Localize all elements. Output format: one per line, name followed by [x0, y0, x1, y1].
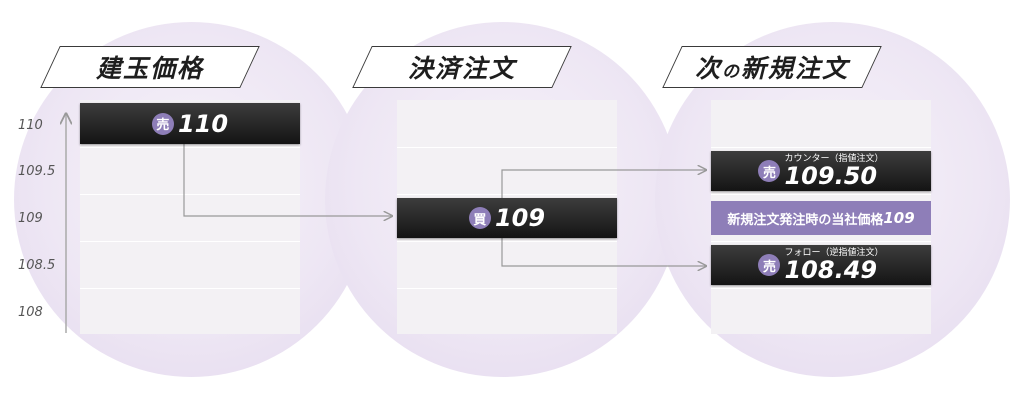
settle-to-counter-arrow — [501, 170, 706, 198]
header-entry-title: 建玉価格 — [95, 54, 204, 83]
current-price-label: 新規注文発注時の当社価格 — [727, 212, 884, 228]
header-next-post: 新規注文 — [741, 54, 850, 83]
entry-price-value: 110 — [177, 109, 229, 138]
y-label-108-5: 108.5 — [18, 258, 56, 273]
counter-price-value: 109.50 — [784, 162, 878, 190]
header-settlement-order: 決済注文 — [352, 46, 572, 88]
sell-badge-icon: 売 — [758, 160, 781, 182]
header-entry-price: 建玉価格 — [40, 46, 260, 88]
entry-sell-bar: 売 110 — [80, 103, 300, 144]
follow-stop-bar: 売 フォロー（逆指値注文） 108.49 — [711, 245, 931, 285]
follow-tag: フォロー（逆指値注文） — [784, 248, 884, 258]
header-next-no: の — [722, 62, 741, 82]
header-next-order: 次の新規注文 — [662, 46, 882, 88]
settle-price-value: 109 — [494, 204, 546, 232]
y-label-110: 110 — [18, 118, 43, 133]
entry-to-settle-arrow — [183, 144, 392, 216]
header-settle-title: 決済注文 — [407, 54, 516, 83]
counter-limit-bar: 売 カウンター（指値注文） 109.50 — [711, 151, 931, 191]
follow-price-value: 108.49 — [784, 256, 878, 284]
y-label-108: 108 — [18, 305, 43, 320]
settle-buy-bar: 買 109 — [397, 198, 617, 238]
y-label-109: 109 — [18, 211, 43, 226]
settle-to-follow-arrow — [501, 238, 706, 266]
y-label-109-5: 109.5 — [18, 164, 56, 179]
sell-badge-icon: 売 — [758, 254, 781, 276]
current-price-value: 109 — [883, 209, 915, 227]
header-next-pre: 次 — [694, 54, 722, 83]
buy-badge-icon: 買 — [468, 207, 491, 229]
counter-tag: カウンター（指値注文） — [784, 154, 884, 164]
sell-badge-icon: 売 — [151, 112, 174, 135]
header-next-title: 次の新規注文 — [695, 49, 849, 85]
